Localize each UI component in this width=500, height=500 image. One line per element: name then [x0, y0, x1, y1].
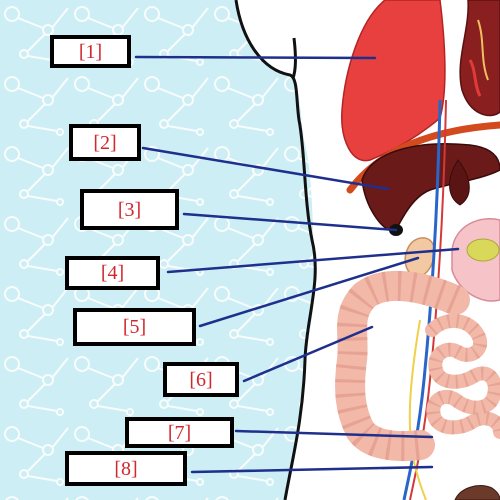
label-box-8[interactable]: [8]	[65, 451, 187, 486]
label-text-5: [5]	[122, 316, 147, 338]
label-text-8: [8]	[114, 457, 138, 480]
heart	[459, 0, 500, 117]
label-box-2[interactable]: [2]	[69, 124, 141, 161]
leader-line-1	[134, 55, 377, 60]
label-box-1[interactable]: [1]	[50, 35, 131, 68]
label-box-6[interactable]: [6]	[163, 362, 239, 397]
leader-line-4	[166, 247, 460, 274]
leader-line-8	[190, 465, 434, 474]
duodenum	[404, 237, 436, 277]
label-box-3[interactable]: [3]	[80, 189, 179, 230]
small-intestine-folds	[426, 314, 500, 435]
lung	[341, 0, 446, 162]
label-box-5[interactable]: [5]	[73, 308, 196, 346]
leader-line-2	[141, 146, 390, 191]
shoulder-line	[291, 37, 297, 79]
label-text-6: [6]	[189, 368, 213, 391]
large-intestine	[335, 270, 470, 462]
label-text-4: [4]	[100, 262, 125, 284]
label-text-2: [2]	[93, 131, 117, 154]
label-box-7[interactable]: [7]	[125, 417, 234, 448]
diaphragm	[346, 121, 500, 194]
vein-blue	[402, 99, 442, 500]
leader-line-7	[234, 429, 434, 439]
leader-line-5	[198, 256, 420, 328]
torso-outline	[234, 0, 317, 500]
label-box-4[interactable]: [4]	[65, 256, 160, 290]
leader-line-6	[242, 325, 374, 383]
stomach-content	[466, 238, 500, 262]
heart-vessel-red	[468, 59, 482, 97]
label-text-7: [7]	[167, 421, 192, 444]
liver-lobe	[449, 159, 470, 206]
label-text-3: [3]	[117, 198, 142, 221]
heart-vessel	[477, 19, 489, 81]
leader-line-3	[182, 212, 398, 232]
label-text-1: [1]	[78, 40, 103, 63]
